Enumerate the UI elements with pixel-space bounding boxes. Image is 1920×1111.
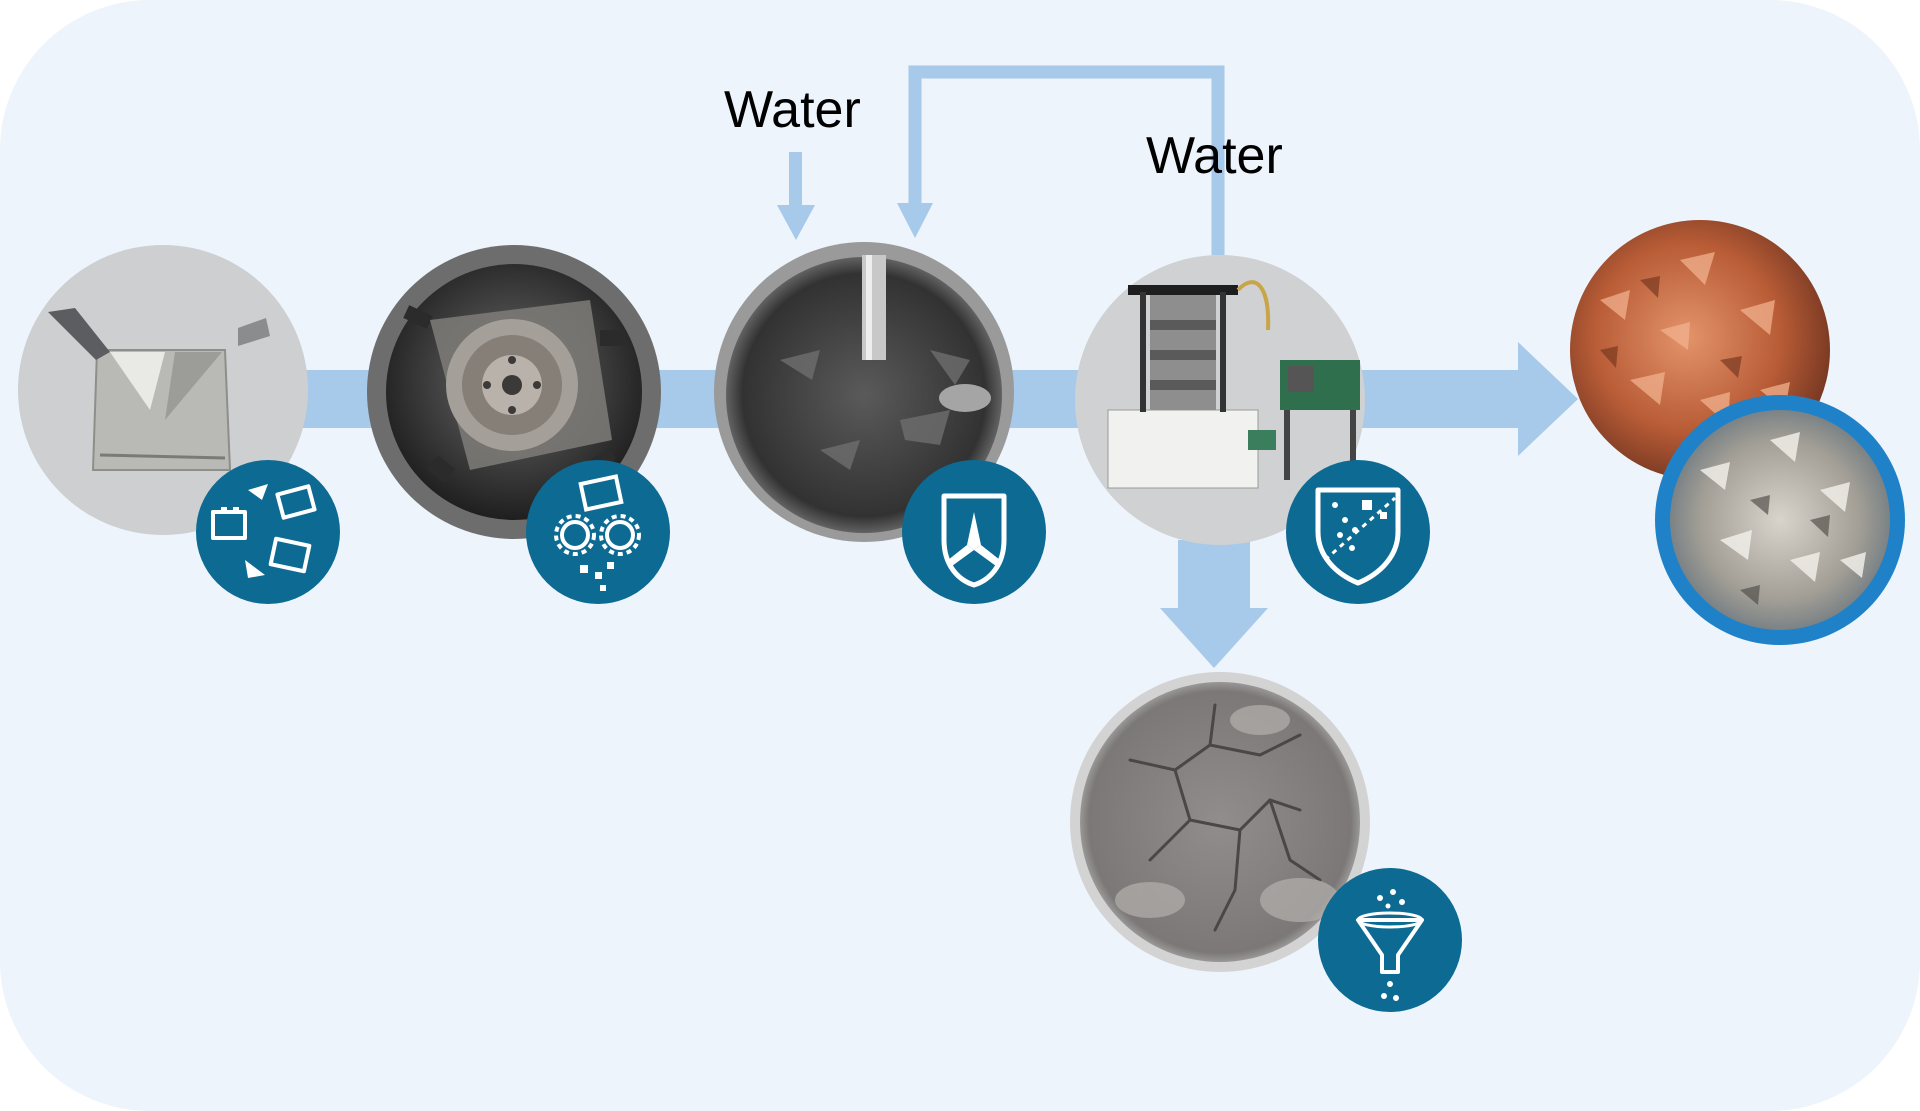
down-arrow-head	[1160, 608, 1268, 668]
down-arrow-shaft	[1178, 540, 1250, 610]
washing-tank-photo	[714, 242, 1014, 542]
stirrer-shield-icon	[902, 460, 1046, 604]
pouch-cell-photo	[18, 245, 308, 535]
aluminum-foil-flakes-photo	[1655, 395, 1905, 645]
water-input-label-left: Water	[724, 81, 861, 139]
product-arrow-head	[1518, 342, 1578, 456]
product-arrow-shaft	[1360, 370, 1520, 428]
recycle-loop-line	[908, 65, 1225, 255]
water-left-arrow-shaft	[789, 152, 802, 207]
shredding-gears-icon	[526, 460, 670, 604]
water-input-label-right: Water	[1146, 127, 1283, 185]
water-left-arrow-head	[777, 205, 815, 240]
sieve-machine-photo	[1075, 255, 1365, 545]
filter-cake-photo	[1070, 672, 1370, 972]
sieving-shield-icon	[1286, 460, 1430, 604]
recycle-loop-arrow-head	[897, 203, 933, 238]
battery-recycling-icon	[196, 460, 340, 604]
filter-funnel-icon	[1318, 868, 1462, 1012]
